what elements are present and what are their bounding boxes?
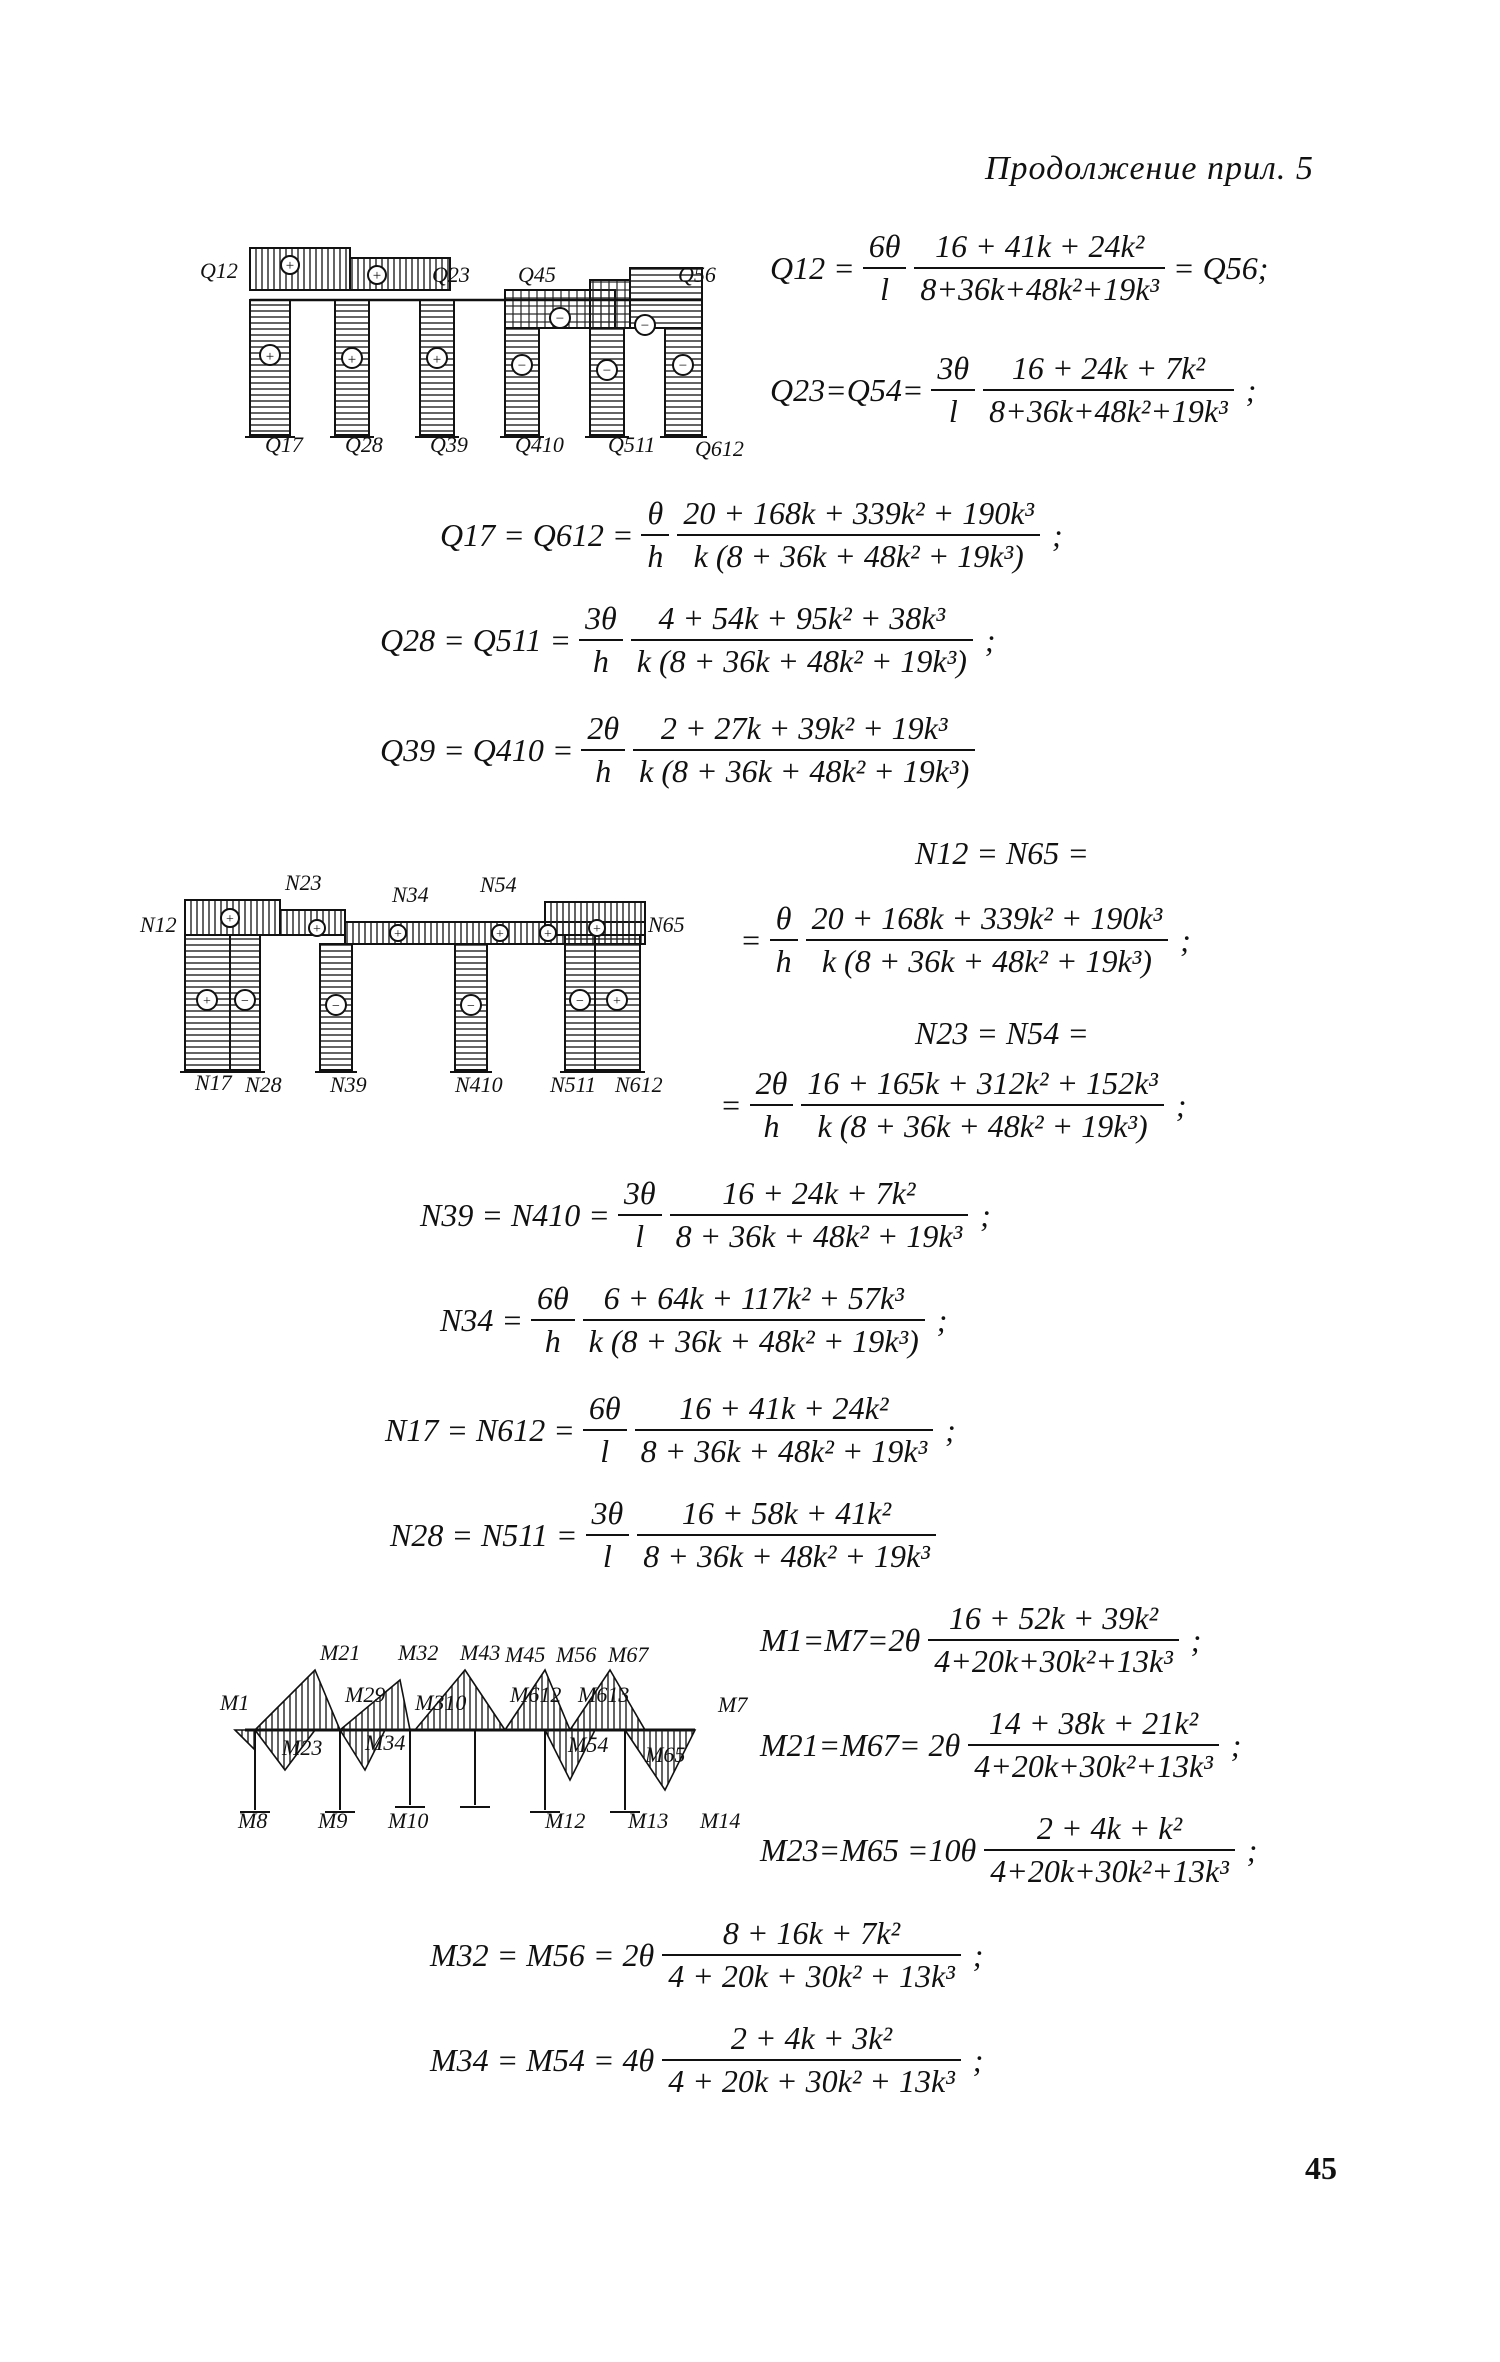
label-n511: N511 xyxy=(550,1072,597,1097)
label-n17: N17 xyxy=(195,1070,232,1095)
label-n612: N612 xyxy=(615,1072,663,1097)
label-q56: Q56 xyxy=(678,262,716,287)
svg-text:−: − xyxy=(467,999,475,1014)
svg-text:+: + xyxy=(286,258,294,274)
label-n34: N34 xyxy=(392,882,429,907)
equation-n23-head: N23 = N54 = xyxy=(915,1015,1089,1051)
svg-text:+: + xyxy=(266,349,274,365)
normal-force-diagram: + + + + + + + − − − − + xyxy=(180,899,646,1073)
svg-text:+: + xyxy=(203,994,211,1009)
label-n12: N12 xyxy=(140,912,177,937)
bending-moment-diagram xyxy=(233,1668,697,1813)
shear-force-diagram: + + + + + − − − − − xyxy=(245,247,707,438)
label-m14: M14 xyxy=(700,1808,741,1833)
svg-text:+: + xyxy=(348,352,356,368)
svg-text:+: + xyxy=(433,352,441,368)
page-number: 45 xyxy=(1305,2150,1337,2186)
label-m43: M43 xyxy=(460,1640,501,1665)
svg-text:+: + xyxy=(394,927,402,942)
svg-text:+: + xyxy=(544,927,552,942)
svg-text:+: + xyxy=(593,922,601,937)
label-n410: N410 xyxy=(455,1072,503,1097)
label-q39: Q39 xyxy=(430,432,468,457)
svg-text:−: − xyxy=(241,994,249,1009)
label-q28: Q28 xyxy=(345,432,383,457)
label-m54: M54 xyxy=(568,1732,609,1757)
label-m1: M1 xyxy=(220,1690,250,1715)
svg-text:−: − xyxy=(518,358,526,374)
label-q23: Q23 xyxy=(432,262,470,287)
svg-text:+: + xyxy=(496,927,504,942)
running-header: Продолжение прил. 5 xyxy=(985,150,1314,187)
label-q612: Q612 xyxy=(695,436,744,461)
label-q17: Q17 xyxy=(265,432,303,457)
svg-text:+: + xyxy=(373,268,381,284)
label-m29: M29 xyxy=(345,1682,386,1707)
label-m9: M9 xyxy=(318,1808,348,1833)
label-q410: Q410 xyxy=(515,432,564,457)
label-q45: Q45 xyxy=(518,262,556,287)
label-m310: M310 xyxy=(415,1690,467,1715)
label-n65: N65 xyxy=(648,912,685,937)
label-m23: M23 xyxy=(282,1735,323,1760)
svg-text:−: − xyxy=(332,999,340,1014)
label-m12: M12 xyxy=(545,1808,586,1833)
label-m45: M45 xyxy=(505,1642,546,1667)
equation-n12-head: N12 = N65 = xyxy=(915,835,1089,871)
label-m56: M56 xyxy=(556,1642,597,1667)
label-m13: M13 xyxy=(628,1808,669,1833)
svg-text:−: − xyxy=(679,358,687,374)
label-m32: M32 xyxy=(398,1640,439,1665)
label-n39: N39 xyxy=(330,1072,367,1097)
label-m21: M21 xyxy=(320,1640,361,1665)
label-q12: Q12 xyxy=(200,258,238,283)
svg-text:+: + xyxy=(313,922,321,937)
label-m612: M612 xyxy=(510,1682,562,1707)
label-m65: M65 xyxy=(645,1742,686,1767)
label-m34: M34 xyxy=(365,1730,406,1755)
svg-text:−: − xyxy=(576,994,584,1009)
label-q511: Q511 xyxy=(608,432,656,457)
label-n23: N23 xyxy=(285,870,322,895)
label-n28: N28 xyxy=(245,1072,282,1097)
svg-text:−: − xyxy=(641,318,649,334)
svg-text:−: − xyxy=(556,311,564,327)
svg-text:+: + xyxy=(613,994,621,1009)
label-n54: N54 xyxy=(480,872,517,897)
svg-text:−: − xyxy=(603,363,611,379)
label-m7: M7 xyxy=(718,1692,748,1717)
svg-text:+: + xyxy=(226,912,234,927)
label-m10: M10 xyxy=(388,1808,429,1833)
label-m613: M613 xyxy=(578,1682,630,1707)
label-m67: M67 xyxy=(608,1642,649,1667)
label-m8: M8 xyxy=(238,1808,268,1833)
